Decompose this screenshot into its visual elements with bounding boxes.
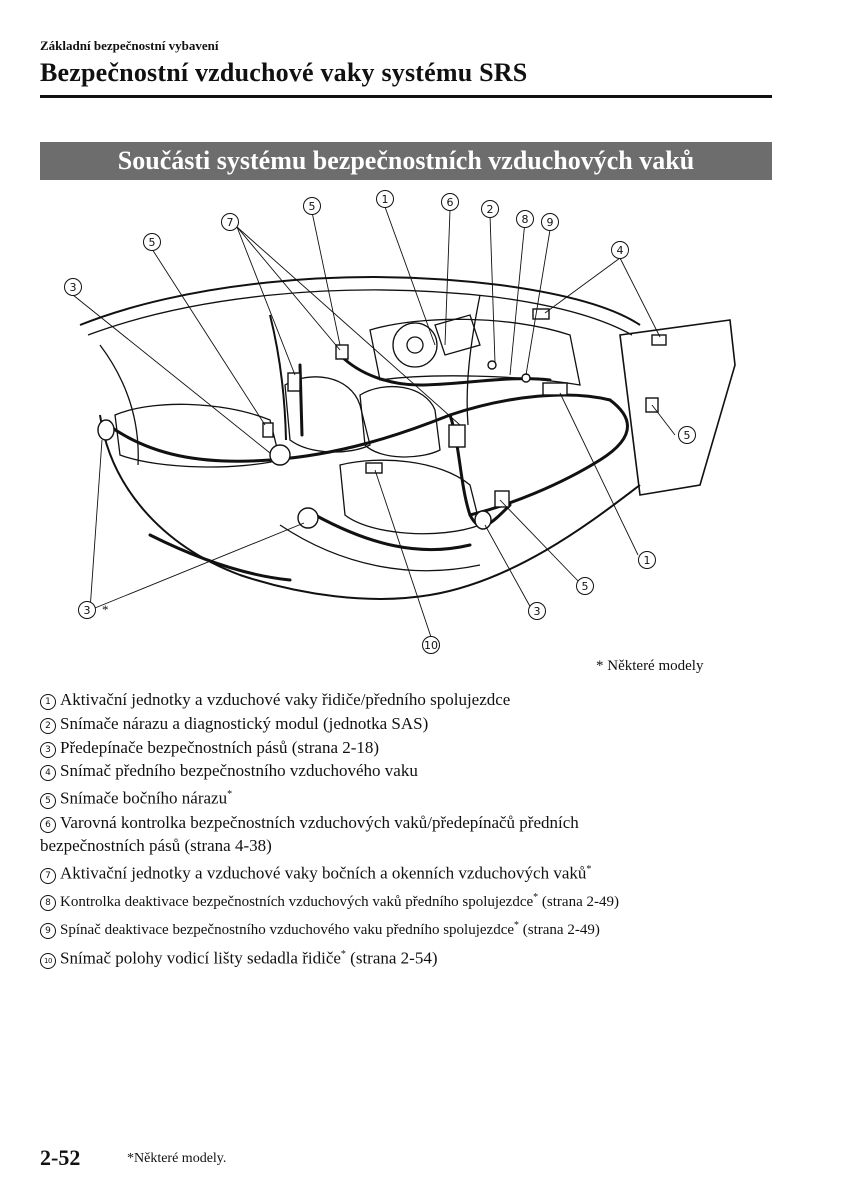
callout-4: 4 [617, 244, 624, 257]
some-models-note: * Některé modely [596, 658, 704, 674]
callout-asterisk: * [102, 602, 109, 617]
callout-3-left: 3 [70, 281, 77, 294]
legend-text: Aktivační jednotky a vzduchové vaky bočn… [60, 863, 587, 883]
callout-3-bottom: 3 [534, 605, 541, 618]
callout-5-right: 5 [684, 429, 691, 442]
legend-text: bezpečnostních pásů (strana 4-38) [40, 836, 272, 856]
page-title: Bezpečnostní vzduchové vaky systému SRS [40, 58, 528, 87]
legend-number: 8 [40, 894, 56, 911]
callout-3-rear: 3 [84, 604, 91, 617]
legend-page-ref: (strana 2-49) [538, 893, 619, 910]
car-interior-illustration: 1 6 2 8 9 5 5 7 3 4 5 1 5 3 3 10 * [64, 190, 736, 654]
legend-text: Aktivační jednotky a vzduchové vaky řidi… [60, 690, 511, 709]
airbag-system-diagram: 1 6 2 8 9 5 5 7 3 4 5 1 5 3 3 10 * [40, 185, 780, 665]
page-number: 2-52 [40, 1145, 81, 1170]
legend-number: 2 [40, 717, 56, 734]
legend-asterisk: * [533, 891, 539, 903]
callout-7: 7 [227, 216, 234, 229]
callout-5-bottom: 5 [582, 580, 589, 593]
legend-text: Předepínače bezpečnostních pásů (strana … [60, 737, 380, 757]
legend-text: Snímače nárazu a diagnostický modul (jed… [60, 713, 429, 733]
title-rule [40, 95, 772, 98]
callout-10: 10 [424, 639, 438, 652]
callout-9: 9 [547, 216, 554, 229]
legend-number: 5 [40, 792, 56, 809]
legend-number: 10 [40, 952, 56, 969]
legend-number: 3 [40, 741, 56, 758]
legend-text: Kontrolka deaktivace bezpečnostních vzdu… [60, 893, 534, 910]
legend-text: Snímač polohy vodicí lišty sedadla řidič… [60, 948, 341, 968]
legend-item-continuation: bezpečnostních pásů (strana 4-38) [40, 834, 770, 858]
callout-1-bottom: 1 [644, 554, 651, 567]
legend-text: Snímače bočního nárazu [60, 788, 228, 808]
section-banner: Součásti systému bezpečnostních vzduchov… [40, 142, 772, 180]
callout-6: 6 [447, 196, 454, 209]
legend-asterisk: * [586, 864, 592, 876]
legend-number: 4 [40, 765, 56, 782]
legend-page-ref: (strana 2-54) [345, 948, 438, 968]
legend-number: 6 [40, 816, 56, 833]
callout-5-left: 5 [149, 236, 156, 249]
legend-asterisk: * [340, 949, 346, 961]
callout-8: 8 [522, 213, 529, 226]
callout-1: 1 [382, 193, 389, 206]
legend-asterisk: * [514, 920, 520, 932]
legend-asterisk: * [227, 789, 233, 801]
callout-5-top: 5 [309, 200, 316, 213]
legend-number: 7 [40, 867, 56, 884]
legend-number: 1 [40, 694, 56, 710]
legend-text: Varovná kontrolka bezpečnostních vzducho… [60, 812, 579, 832]
section-label: Základní bezpečnostní vybavení [40, 38, 219, 53]
legend-text: Snímač předního bezpečnostního vzduchové… [60, 761, 418, 781]
callout-2: 2 [487, 203, 494, 216]
footer-note: *Některé modely. [127, 1151, 227, 1166]
legend-page-ref: (strana 2-49) [519, 922, 600, 939]
legend-text: Spínač deaktivace bezpečnostního vzducho… [60, 922, 515, 939]
legend-number: 9 [40, 923, 56, 940]
